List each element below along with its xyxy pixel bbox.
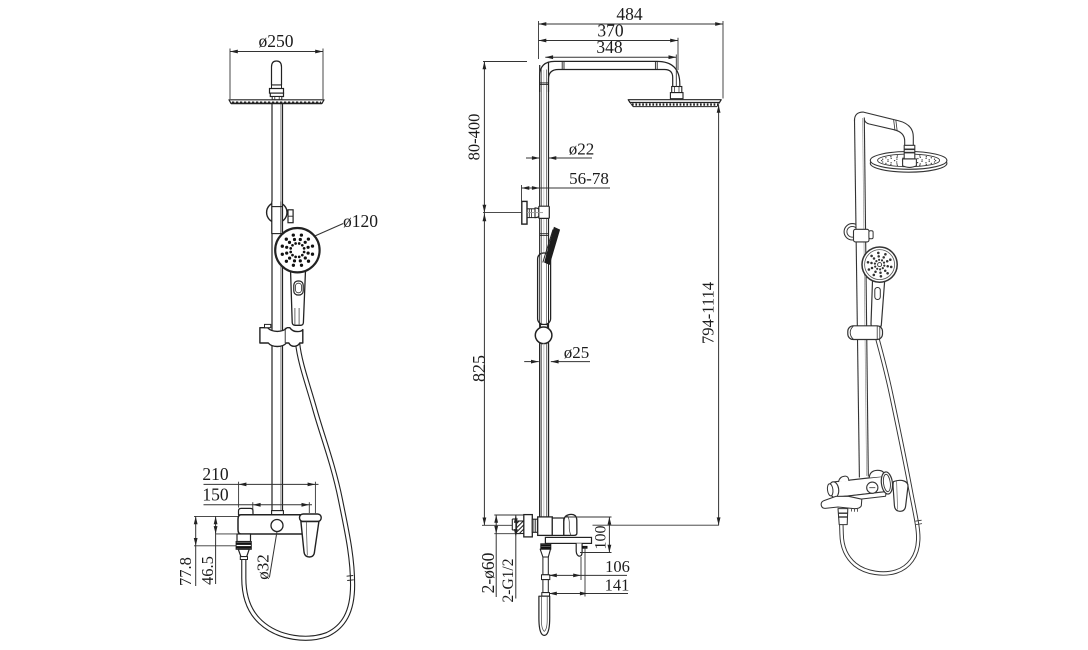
svg-text:80-400: 80-400 (465, 114, 484, 161)
svg-text:46.5: 46.5 (198, 556, 217, 585)
svg-text:2-G1/2: 2-G1/2 (500, 559, 517, 603)
svg-text:210: 210 (202, 464, 229, 484)
svg-text:ø120: ø120 (343, 211, 378, 231)
svg-text:77.8: 77.8 (176, 557, 195, 586)
svg-text:106: 106 (605, 557, 630, 576)
svg-text:ø32: ø32 (254, 554, 273, 580)
svg-text:348: 348 (596, 37, 623, 57)
svg-text:56-78: 56-78 (569, 169, 609, 188)
svg-text:ø25: ø25 (564, 343, 590, 362)
svg-text:ø250: ø250 (259, 31, 294, 51)
svg-text:2-ø60: 2-ø60 (478, 552, 498, 593)
svg-text:825: 825 (469, 355, 489, 382)
svg-text:794-1114: 794-1114 (699, 282, 718, 344)
svg-text:484: 484 (616, 4, 643, 24)
svg-text:370: 370 (597, 20, 624, 40)
svg-text:141: 141 (605, 576, 630, 595)
svg-text:100: 100 (593, 526, 610, 550)
svg-text:ø22: ø22 (569, 140, 595, 159)
svg-text:150: 150 (202, 485, 229, 505)
